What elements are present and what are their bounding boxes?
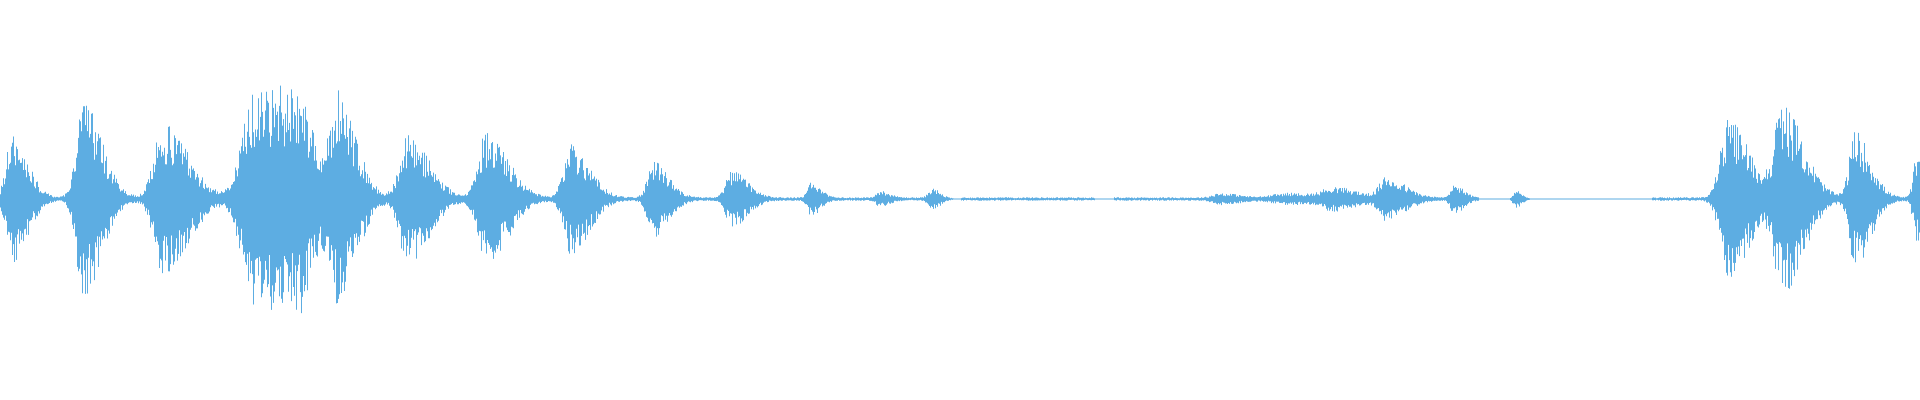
waveform-samples xyxy=(0,85,1920,314)
waveform-trace xyxy=(0,85,1920,314)
